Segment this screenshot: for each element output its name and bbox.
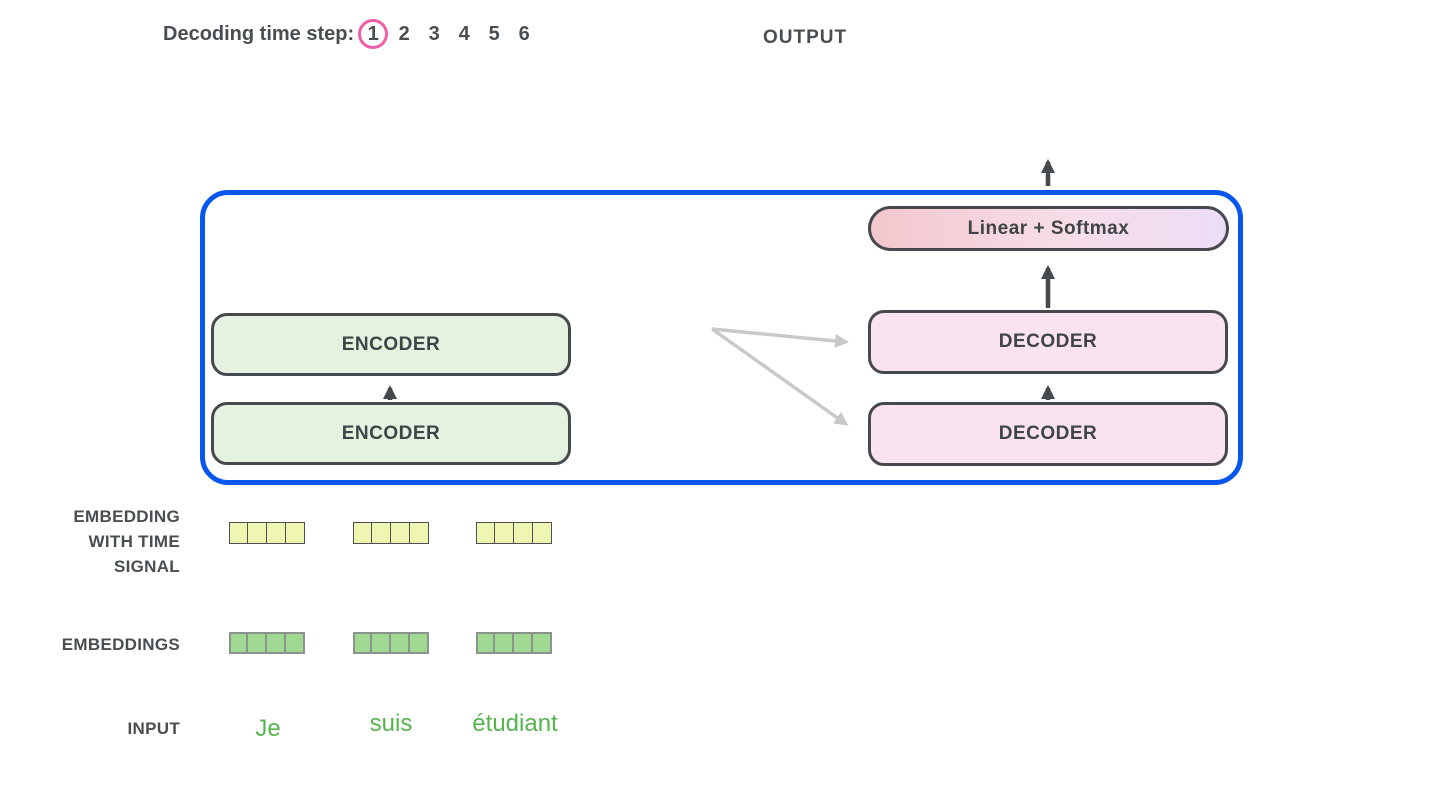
input-label: INPUT (127, 719, 180, 738)
embeddings-label: EMBEDDINGS (61, 635, 180, 654)
time-signal-vector-3 (476, 522, 552, 544)
time-signal-vector-1 (229, 522, 305, 544)
input-word-suis: suis (369, 710, 413, 737)
embedding-cell (391, 632, 410, 654)
embedding-cell (286, 632, 305, 654)
time-step-3[interactable]: 3 (428, 22, 440, 45)
embedding-cell (372, 632, 391, 654)
embedding-cell (410, 632, 429, 654)
embedding-cell (353, 632, 372, 654)
embedding-cell (476, 632, 495, 654)
embedding-time-line-3: SIGNAL (113, 557, 180, 576)
embedding-cell (248, 522, 267, 544)
embedding-cell (353, 522, 372, 544)
decoder-block-top: DECODER (868, 310, 1228, 374)
input-word-je: Je (255, 715, 281, 742)
embedding-cell (495, 522, 514, 544)
embedding-time-line-1: EMBEDDING (73, 507, 180, 526)
embedding-vector-3 (476, 632, 552, 654)
embedding-cell (533, 632, 552, 654)
embedding-cell (533, 522, 552, 544)
embedding-with-time-signal-label: EMBEDDING WITH TIME SIGNAL (20, 504, 180, 579)
embedding-cell (514, 522, 533, 544)
embedding-cell (410, 522, 429, 544)
time-step-4[interactable]: 4 (458, 22, 470, 45)
time-step-2[interactable]: 2 (398, 22, 410, 45)
decoding-time-step-row: Decoding time step: 1 2 3 4 5 6 (163, 19, 539, 49)
embedding-cell (229, 522, 248, 544)
embedding-cell (229, 632, 248, 654)
time-step-1-active[interactable]: 1 (358, 19, 389, 49)
embedding-vector-2 (353, 632, 429, 654)
transformer-model-box (200, 190, 1243, 485)
decoder-block-bottom: DECODER (868, 402, 1228, 466)
embedding-vector-1 (229, 632, 305, 654)
time-signal-vector-2 (353, 522, 429, 544)
time-step-6[interactable]: 6 (518, 22, 530, 45)
input-word-etudiant: étudiant (472, 710, 558, 737)
encoder-block-bottom: ENCODER (211, 402, 571, 465)
embedding-cell (495, 632, 514, 654)
encoder-block-top: ENCODER (211, 313, 571, 376)
output-label: OUTPUT (763, 27, 848, 48)
embedding-cell (286, 522, 305, 544)
embedding-cell (514, 632, 533, 654)
embedding-time-line-2: WITH TIME (88, 532, 180, 551)
embedding-cell (372, 522, 391, 544)
linear-softmax-block: Linear + Softmax (868, 206, 1229, 251)
decoding-time-step-label: Decoding time step: (163, 22, 355, 45)
time-step-5[interactable]: 5 (488, 22, 500, 45)
embedding-cell (248, 632, 267, 654)
embedding-cell (267, 522, 286, 544)
embedding-cell (476, 522, 495, 544)
embedding-cell (391, 522, 410, 544)
embedding-cell (267, 632, 286, 654)
